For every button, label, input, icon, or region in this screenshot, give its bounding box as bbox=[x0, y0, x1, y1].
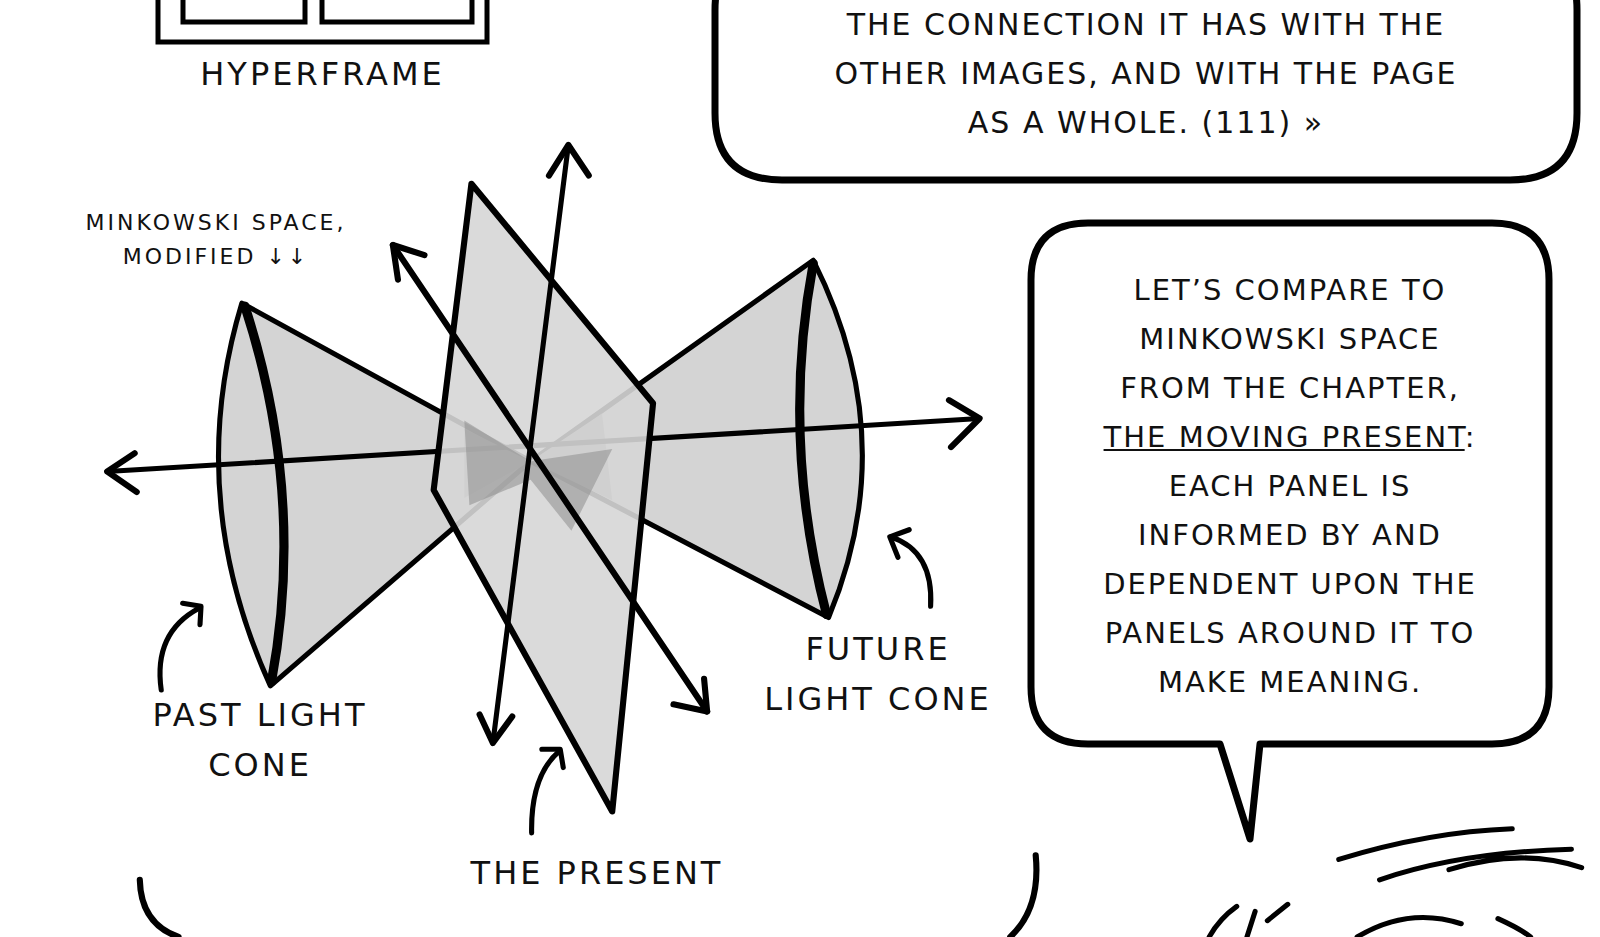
cone-rim bbox=[800, 263, 827, 614]
part-label: THE PRESENT bbox=[437, 853, 757, 893]
arrow-head bbox=[673, 679, 707, 712]
character-sketch bbox=[1209, 829, 1581, 937]
speech-text: THE CONNECTION IT HAS WITH THE OTHER IMA… bbox=[834, 7, 1457, 140]
arrow-head bbox=[542, 749, 563, 767]
panel-border bbox=[1010, 855, 1036, 937]
figure-note: MINKOWSKI SPACE, MODIFIED ↓↓ bbox=[66, 206, 366, 274]
plane-shade bbox=[464, 421, 612, 531]
frame-rect bbox=[158, 0, 487, 42]
arrow-head bbox=[949, 400, 980, 447]
frame-outline bbox=[150, 0, 495, 240]
speech-text: LET’S COMPARE TO MINKOWSKI SPACE FROM TH… bbox=[1120, 273, 1460, 405]
text-block: THE CONNECTION IT HAS WITH THE OTHER IMA… bbox=[826, 0, 1466, 147]
arrow-head bbox=[107, 453, 137, 492]
text-block: LET’S COMPARE TO MINKOWSKI SPACE FROM TH… bbox=[1090, 266, 1490, 707]
hyperframe-box: HYPERFRAME bbox=[150, 0, 495, 120]
bubble-path bbox=[715, 0, 1577, 180]
frame-rect bbox=[183, 0, 305, 22]
arrow-head bbox=[393, 245, 425, 280]
part-label: FUTURE LIGHT CONE bbox=[748, 624, 1008, 724]
arrow-head bbox=[549, 145, 589, 176]
arrow-head bbox=[890, 530, 909, 558]
leader-arrow bbox=[160, 608, 199, 690]
cone-rim bbox=[245, 306, 284, 682]
bubble-path bbox=[1031, 223, 1549, 839]
frame-rect bbox=[322, 0, 472, 22]
leader-arrow bbox=[891, 537, 931, 606]
part-label: PAST LIGHT CONE bbox=[125, 690, 395, 790]
arrow-head bbox=[480, 714, 513, 743]
panel-border bbox=[140, 880, 179, 937]
speech-text: HYPERFRAME bbox=[200, 55, 444, 93]
arrow-head bbox=[183, 603, 201, 624]
space-axis bbox=[393, 245, 707, 711]
underlined-title: THE MOVING PRESENT bbox=[1104, 420, 1465, 454]
speech-bubble: LET’S COMPARE TO MINKOWSKI SPACE FROM TH… bbox=[1028, 220, 1552, 747]
speech-text: : EACH PANEL IS INFORMED BY AND DEPENDEN… bbox=[1103, 420, 1477, 699]
present-plane bbox=[434, 184, 653, 812]
leader-arrow bbox=[532, 751, 560, 833]
text-block: HYPERFRAME bbox=[150, 54, 495, 94]
speech-bubble: THE CONNECTION IT HAS WITH THE OTHER IMA… bbox=[712, 0, 1580, 183]
